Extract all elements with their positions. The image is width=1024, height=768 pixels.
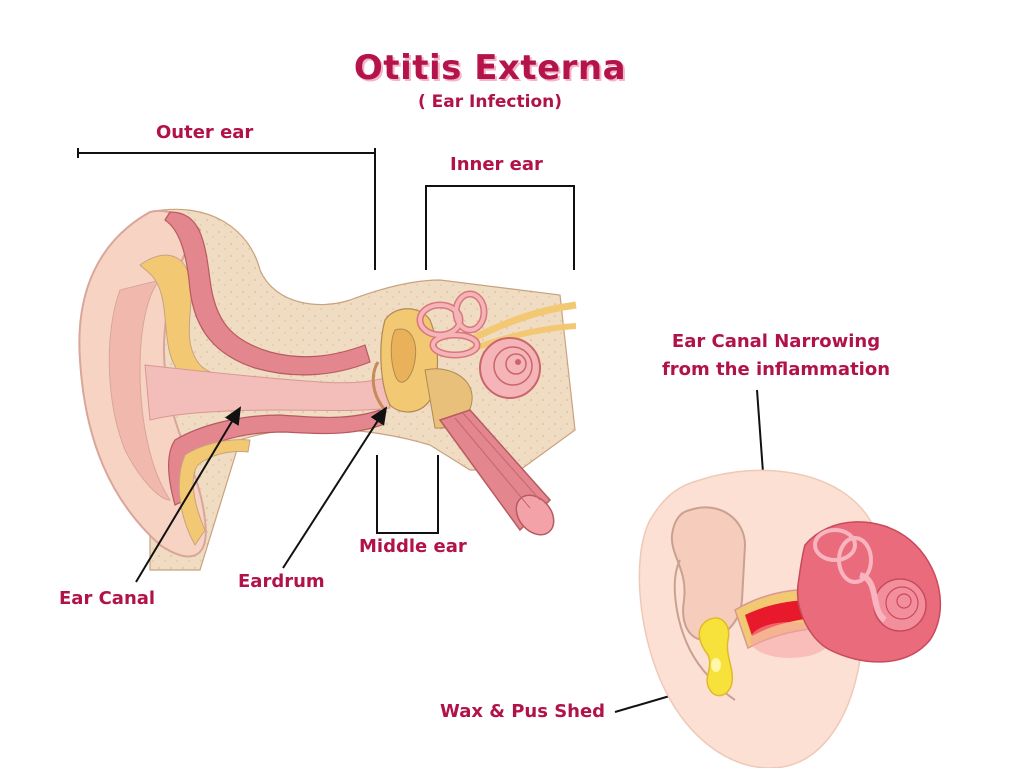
- eardrum-arrow: [282, 406, 388, 569]
- narrowing-label-line1: Ear Canal Narrowing: [671, 331, 881, 352]
- middle-ear-label: Middle ear: [359, 536, 467, 557]
- eardrum-label: Eardrum: [238, 571, 325, 592]
- page-subtitle: ( Ear Infection): [417, 92, 562, 112]
- wax-pus-label: Wax & Pus Shed: [440, 701, 606, 722]
- ear-canal-label: Ear Canal: [59, 588, 156, 609]
- inner-ear-label: Inner ear: [450, 154, 543, 175]
- ear-cross-section-illustration: [78, 208, 577, 571]
- inner-ear-bracket: [425, 185, 575, 270]
- outer-ear-bracket: [77, 148, 376, 270]
- ear-canal-arrow: [135, 406, 242, 583]
- infected-ear-illustration: [638, 469, 942, 768]
- narrowing-label-line2: from the inflammation: [661, 359, 891, 380]
- page-title: Otitis Externa: [353, 48, 627, 88]
- outer-ear-label: Outer ear: [156, 122, 254, 143]
- middle-ear-bracket: [376, 455, 439, 534]
